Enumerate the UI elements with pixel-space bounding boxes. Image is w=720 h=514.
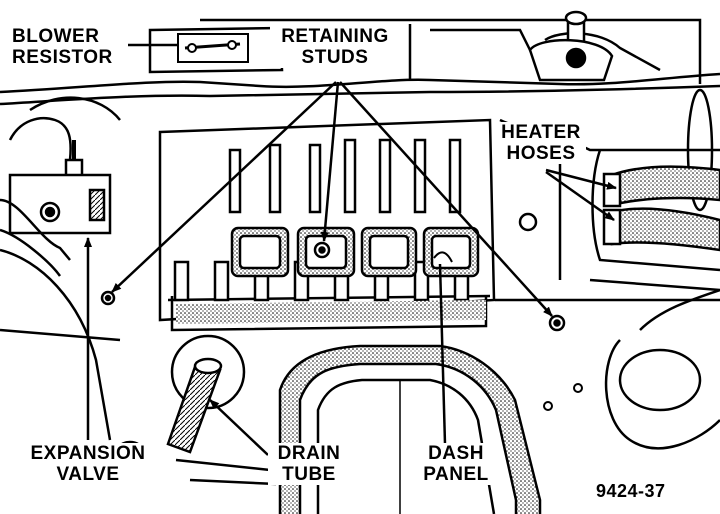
- leader-dash-panel: [438, 263, 447, 445]
- blower-resistor: [177, 33, 249, 63]
- leader-stud-right: [339, 81, 553, 317]
- upper-cowl: [0, 18, 720, 106]
- label-heater-hoses: HEATER HOSES: [496, 122, 586, 164]
- leader-hose-lower: [545, 170, 615, 222]
- figure-number: 9424-37: [596, 481, 666, 502]
- leader-lines: [84, 43, 617, 456]
- leader-stud-left: [111, 81, 337, 293]
- label-dash-panel: DASH PANEL: [410, 443, 502, 485]
- heater-hoses: [602, 165, 720, 252]
- leader-hose-upper: [545, 168, 617, 190]
- heater-housing-lower: [278, 344, 542, 514]
- small-bolts: [543, 383, 583, 411]
- retaining-studs: [100, 241, 566, 332]
- label-expansion-valve: EXPANSION VALVE: [14, 443, 162, 485]
- leader-stud-center: [320, 81, 340, 242]
- expansion-valve: [0, 116, 112, 277]
- label-blower-resistor: BLOWER RESISTOR: [12, 26, 113, 68]
- label-drain-tube: DRAIN TUBE: [268, 443, 350, 485]
- drain-tube: [166, 334, 277, 486]
- label-retaining-studs: RETAINING STUDS: [270, 26, 400, 68]
- upper-stud-bracket: [528, 10, 614, 82]
- leader-drain-tube: [209, 399, 269, 456]
- dash-panel: [158, 118, 496, 332]
